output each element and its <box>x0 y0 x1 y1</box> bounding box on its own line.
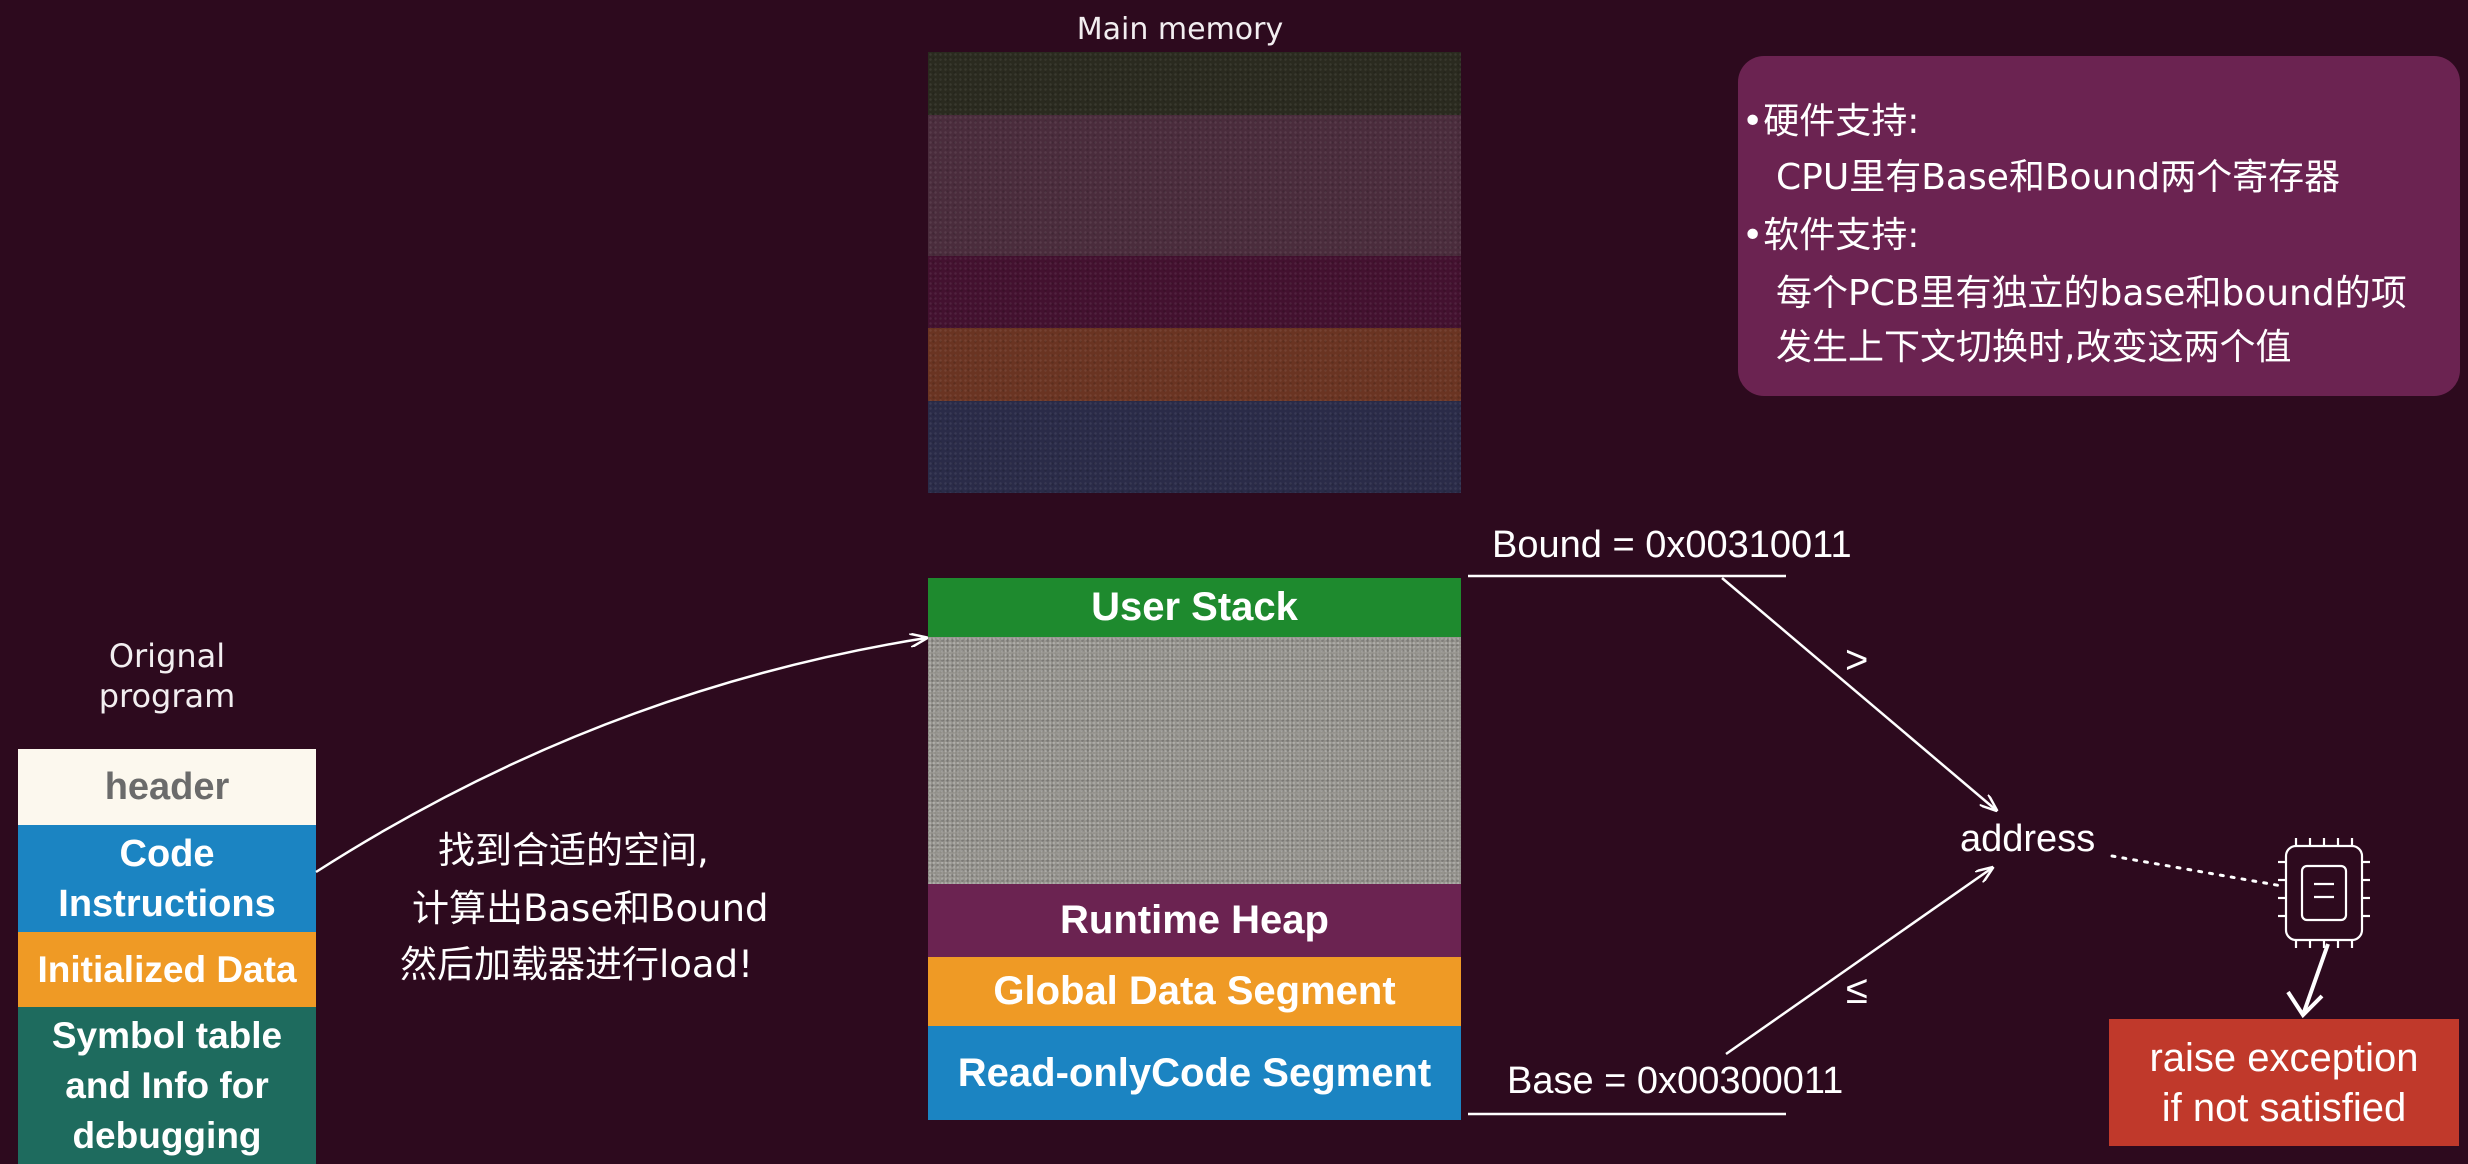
address-to-cpu-dotted <box>2110 854 2284 888</box>
program-code-line2: Instructions <box>58 882 276 925</box>
exception-line2: if not satisfied <box>2161 1085 2407 1130</box>
bound-register-label: Bound = 0x00310011 <box>1492 524 1852 566</box>
program-header-label: header <box>104 765 230 808</box>
cpu-to-exception-arrow <box>2302 943 2330 1013</box>
original-program-title-line2: program <box>98 677 236 715</box>
code-segment-label: Read-onlyCode Segment <box>957 1050 1432 1095</box>
support-note-box <box>1738 56 2460 396</box>
loader-note-line3: 然后加载器进行load! <box>400 943 753 986</box>
program-symbol-block: Symbol table and Info for debugging <box>18 1007 316 1164</box>
load-arrow <box>315 638 926 874</box>
memory-block-5 <box>928 401 1461 493</box>
main-memory-title: Main memory <box>1076 12 1284 47</box>
cpu-chip-icon <box>2278 838 2370 948</box>
runtime-heap-segment: Runtime Heap <box>928 884 1461 957</box>
cpu-to-exception-arrowhead <box>2286 990 2324 1019</box>
address-label: address <box>1960 818 2096 860</box>
program-data-block: Initialized Data <box>18 932 316 1007</box>
global-data-segment: Global Data Segment <box>928 957 1461 1026</box>
base-compare-arrow <box>1725 868 1992 1056</box>
exception-line1: raise exception <box>2149 1035 2419 1080</box>
hardware-support-detail: CPU里有Base和Bound两个寄存器 <box>1776 157 2341 198</box>
memory-block-1 <box>928 52 1461 115</box>
greater-than-symbol: > <box>1845 638 1869 682</box>
user-stack-segment: User Stack <box>928 578 1461 637</box>
software-support-detail1: 每个PCB里有独立的base和bound的项 <box>1776 273 2407 314</box>
original-program-title-line1: Orignal <box>108 637 226 675</box>
exception-box: raise exception if not satisfied <box>2109 1019 2459 1146</box>
program-code-block: Code Instructions <box>18 825 316 932</box>
base-register-label: Base = 0x00300011 <box>1507 1060 1844 1102</box>
hardware-support-title: •硬件支持: <box>1742 101 1920 142</box>
program-data-label: Initialized Data <box>37 948 297 990</box>
memory-block-4 <box>928 328 1461 401</box>
memory-block-3 <box>928 256 1461 328</box>
program-symbol-line3: debugging <box>72 1114 262 1156</box>
free-space-block <box>928 637 1461 884</box>
program-symbol-line1: Symbol table <box>51 1014 283 1056</box>
user-stack-label: User Stack <box>1091 585 1298 629</box>
program-header-block: header <box>18 749 316 825</box>
runtime-heap-label: Runtime Heap <box>1060 898 1329 942</box>
less-equal-symbol: ≤ <box>1846 968 1868 1012</box>
loader-note-line1: 找到合适的空间, <box>438 829 709 872</box>
code-segment: Read-onlyCode Segment <box>928 1026 1461 1120</box>
memory-block-2 <box>928 115 1461 256</box>
program-symbol-line2: and Info for <box>65 1064 269 1106</box>
global-data-label: Global Data Segment <box>993 969 1396 1013</box>
software-support-title: •软件支持: <box>1742 215 1920 256</box>
software-support-detail2: 发生上下文切换时,改变这两个值 <box>1776 327 2292 368</box>
program-code-line1: Code <box>119 832 215 875</box>
original-program-title: Orignal program <box>20 636 314 716</box>
bound-compare-arrow <box>1721 577 1996 810</box>
loader-note-line2: 计算出Base和Bound <box>412 887 769 930</box>
